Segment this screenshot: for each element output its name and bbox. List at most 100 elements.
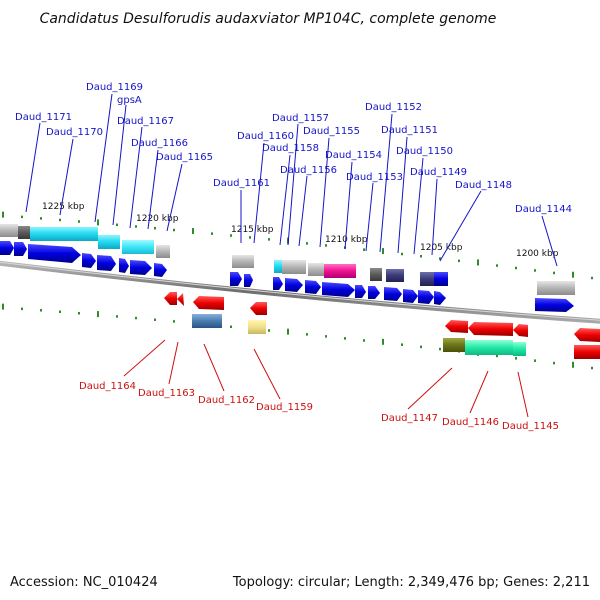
forward-gene-arrow[interactable] [434, 291, 446, 305]
scale-tick [439, 257, 441, 260]
scale-tick [553, 271, 555, 275]
feature-box-teal [465, 340, 513, 355]
gene-label-gpsa[interactable]: gpsA [117, 95, 142, 106]
reverse-gene-arrow[interactable] [468, 322, 513, 336]
scale-tick [154, 318, 156, 321]
scale-tick [268, 238, 270, 241]
gene-label-daud-1150[interactable]: Daud_1150 [396, 146, 453, 157]
gene-label-daud-1159[interactable]: Daud_1159 [256, 402, 313, 413]
gene-label-daud-1155[interactable]: Daud_1155 [303, 126, 360, 137]
scale-label-1225: 1225 kbp [42, 202, 85, 212]
scale-tick [572, 271, 574, 278]
feature-box-grey [156, 245, 170, 258]
gene-label-daud-1149[interactable]: Daud_1149 [410, 167, 467, 178]
forward-gene-arrow[interactable] [273, 277, 283, 290]
reverse-leader-lines [123, 339, 529, 418]
gene-label-daud-1165[interactable]: Daud_1165 [156, 152, 213, 163]
gene-label-daud-1160[interactable]: Daud_1160 [237, 131, 294, 142]
reverse-gene-arrow[interactable] [574, 345, 600, 359]
feature-box-grey [232, 255, 254, 268]
scale-tick [591, 366, 593, 370]
forward-gene-arrow[interactable] [82, 253, 96, 268]
forward-gene-arrow[interactable] [0, 241, 14, 255]
accession-label: Accession: NC_010424 [10, 575, 158, 590]
forward-gene-arrow[interactable] [244, 274, 253, 287]
forward-gene-labels: Daud_1171 Daud_1170 Daud_1169 gpsA Daud_… [15, 82, 572, 215]
forward-gene-arrow[interactable] [535, 298, 574, 312]
forward-gene-arrow[interactable] [384, 287, 402, 301]
gene-label-daud-1158[interactable]: Daud_1158 [262, 143, 319, 154]
scale-tick [116, 223, 118, 227]
forward-gene-arrow[interactable] [285, 278, 303, 292]
forward-gene-arrow[interactable] [305, 280, 321, 294]
gene-label-daud-1148[interactable]: Daud_1148 [455, 180, 512, 191]
forward-gene-arrow[interactable] [355, 285, 366, 298]
scale-tick [78, 220, 80, 223]
scale-tick [287, 328, 289, 335]
forward-gene-arrow[interactable] [368, 286, 380, 299]
forward-gene-arrow[interactable] [14, 242, 27, 256]
forward-gene-arrow[interactable] [28, 244, 81, 263]
scale-tick [591, 276, 593, 280]
reverse-gene-arrow[interactable] [193, 296, 224, 310]
scale-tick [154, 226, 156, 230]
gene-label-daud-1157[interactable]: Daud_1157 [272, 113, 329, 124]
gene-label-daud-1153[interactable]: Daud_1153 [346, 172, 403, 183]
scale-tick [230, 234, 232, 237]
scale-labels: 1225 kbp 1220 kbp 1215 kbp 1210 kbp 1205… [42, 202, 559, 259]
forward-gene-arrow[interactable] [130, 260, 152, 275]
forward-gene-arrow[interactable] [322, 282, 355, 297]
feature-box-grey [537, 281, 575, 295]
reverse-gene-arrow[interactable] [177, 293, 184, 306]
gene-label-daud-1170[interactable]: Daud_1170 [46, 127, 103, 138]
scale-label-1210: 1210 kbp [325, 235, 368, 245]
gene-label-daud-1151[interactable]: Daud_1151 [381, 125, 438, 136]
forward-gene-arrow[interactable] [97, 255, 116, 271]
feature-box-grey [282, 260, 306, 274]
scale-tick [97, 311, 99, 318]
reverse-gene-arrow[interactable] [574, 328, 600, 342]
scale-label-1215: 1215 kbp [231, 225, 274, 235]
feature-box-pink [324, 264, 356, 278]
scale-tick [420, 255, 422, 258]
gene-label-daud-1145[interactable]: Daud_1145 [502, 421, 559, 432]
forward-gene-arrow[interactable] [119, 258, 129, 273]
reverse-gene-arrow[interactable] [164, 292, 177, 305]
scale-tick [363, 339, 365, 342]
gene-label-daud-1167[interactable]: Daud_1167 [117, 116, 174, 127]
gene-label-daud-1156[interactable]: Daud_1156 [280, 165, 337, 176]
feature-box-cyan [30, 227, 98, 241]
gene-label-daud-1146[interactable]: Daud_1146 [442, 417, 499, 428]
forward-gene-arrow[interactable] [418, 290, 434, 304]
scale-tick [382, 248, 384, 255]
gene-label-daud-1144[interactable]: Daud_1144 [515, 204, 572, 215]
scale-tick [21, 307, 23, 311]
gene-label-daud-1171[interactable]: Daud_1171 [15, 112, 72, 123]
gene-label-daud-1163[interactable]: Daud_1163 [138, 388, 195, 399]
gene-label-daud-1162[interactable]: Daud_1162 [198, 395, 255, 406]
genome-backbone-highlight [0, 261, 600, 321]
gene-label-daud-1164[interactable]: Daud_1164 [79, 381, 136, 392]
feature-box-navy [420, 272, 434, 286]
feature-box-teal [513, 342, 526, 356]
scale-tick [97, 219, 99, 226]
gene-label-daud-1169[interactable]: Daud_1169 [86, 82, 143, 93]
forward-gene-arrow[interactable] [154, 263, 167, 277]
gene-label-daud-1147[interactable]: Daud_1147 [381, 413, 438, 424]
gene-label-daud-1161[interactable]: Daud_1161 [213, 178, 270, 189]
forward-gene-arrow[interactable] [403, 289, 418, 303]
feature-box-cyan [274, 260, 282, 273]
forward-gene-arrow[interactable] [230, 272, 242, 286]
forward-gene-arrows [0, 241, 574, 312]
scale-tick [382, 338, 384, 345]
gene-label-daud-1154[interactable]: Daud_1154 [325, 150, 382, 161]
gene-label-daud-1166[interactable]: Daud_1166 [131, 138, 188, 149]
gene-label-daud-1152[interactable]: Daud_1152 [365, 102, 422, 113]
reverse-gene-arrow[interactable] [250, 302, 267, 315]
scale-tick [2, 303, 4, 310]
reverse-gene-arrow[interactable] [445, 320, 468, 333]
reverse-gene-labels: Daud_1164 Daud_1163 Daud_1162 Daud_1159 … [79, 381, 559, 432]
reverse-gene-arrow[interactable] [513, 324, 528, 337]
scale-tick [249, 236, 251, 239]
feature-box-yellow [248, 320, 266, 334]
